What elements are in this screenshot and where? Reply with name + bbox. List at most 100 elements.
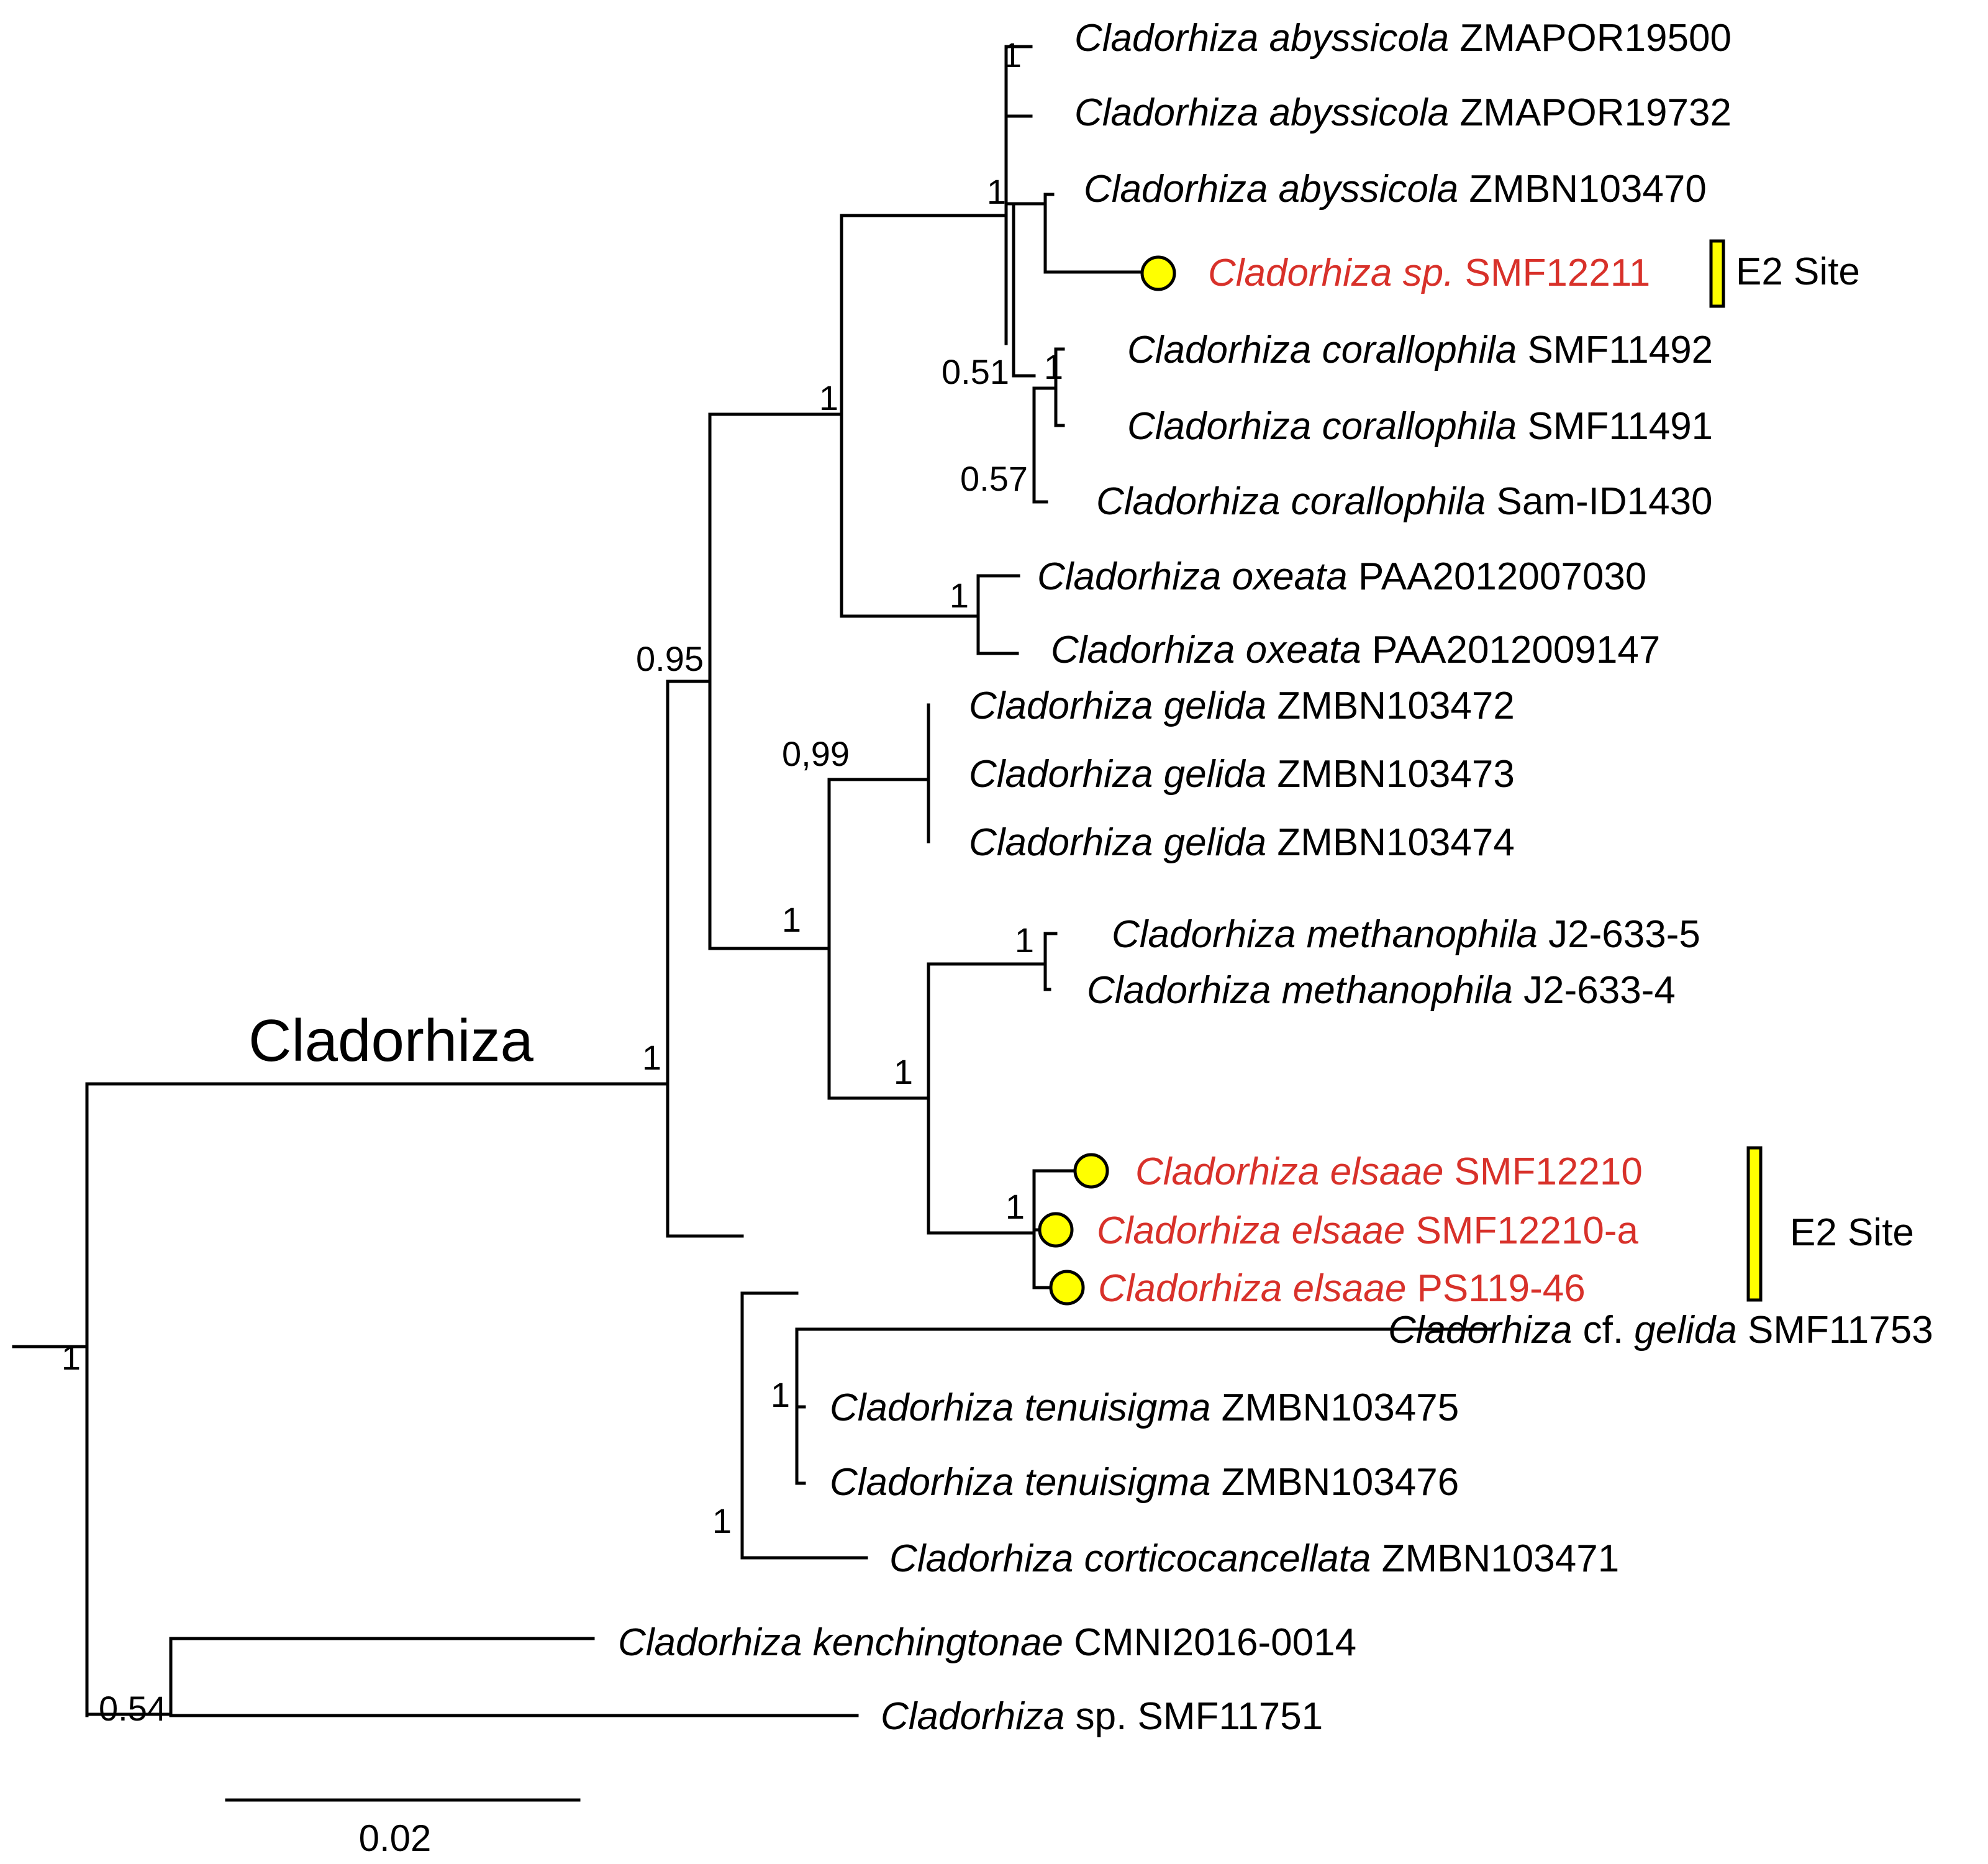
tip-label: Cladorhiza abyssicola ZMAPOR19732	[1074, 91, 1732, 134]
site-markers	[1038, 255, 1176, 1306]
support-value: 1	[1005, 1187, 1025, 1226]
site-marker-dot	[1140, 255, 1176, 291]
tip-labels: Cladorhiza abyssicola ZMAPOR19500Cladorh…	[618, 17, 1933, 1738]
tip-label: Cladorhiza kenchingtonae CMNI2016-0014	[618, 1621, 1356, 1664]
tip-species: tenuisigma	[1014, 1461, 1210, 1504]
tip-specimen-id: ZMBN103476	[1210, 1461, 1459, 1504]
tip-specimen-id: ZMBN103473	[1266, 753, 1515, 796]
tree-branches	[12, 45, 1492, 1717]
tip-specimen-id: ZMBN103470	[1458, 168, 1707, 211]
support-value: 1	[950, 576, 969, 615]
support-value: 1	[712, 1501, 732, 1540]
tip-species: elsaae	[1281, 1209, 1405, 1252]
tip-genus: Cladorhiza	[1074, 17, 1258, 60]
tip-label: Cladorhiza elsaae PS119-46	[1098, 1267, 1586, 1310]
tip-qualifier: cf.	[1572, 1309, 1623, 1352]
scale-bar-label: 0.02	[359, 1817, 432, 1859]
tip-specimen-id: Sam-ID1430	[1486, 480, 1712, 523]
support-value: 0.54	[99, 1689, 166, 1728]
tip-species: abyssicola	[1268, 168, 1458, 211]
tip-label: Cladorhiza corallophila Sam-ID1430	[1096, 480, 1713, 523]
tip-genus: Cladorhiza	[1097, 1209, 1281, 1252]
tip-species: oxeata	[1235, 629, 1361, 671]
tip-genus: Cladorhiza	[969, 684, 1153, 727]
tip-genus: Cladorhiza	[1208, 252, 1392, 294]
support-value: 1	[819, 378, 838, 417]
scale-bar: 0.02	[225, 1798, 581, 1859]
tip-specimen-id: SMF12211	[1454, 252, 1650, 294]
support-value: 1	[1015, 921, 1034, 960]
tip-species: sp.	[1392, 252, 1454, 294]
tip-genus: Cladorhiza	[889, 1537, 1073, 1580]
tip-label: Cladorhiza gelida ZMBN103473	[969, 753, 1515, 796]
tip-species: elsaae	[1319, 1150, 1443, 1193]
tip-genus: Cladorhiza	[1051, 629, 1235, 671]
tip-species: methanophila	[1296, 913, 1538, 956]
tip-genus: Cladorhiza	[1098, 1267, 1282, 1310]
tip-label: Cladorhiza oxeata PAA2012009147	[1051, 629, 1660, 671]
site-bar	[1746, 1146, 1763, 1302]
tip-genus: Cladorhiza	[1388, 1309, 1572, 1352]
tip-label: Cladorhiza gelida ZMBN103472	[969, 684, 1515, 727]
tip-specimen-id: ZMBN103471	[1371, 1537, 1619, 1580]
tip-specimen-id: ZMAPOR19732	[1449, 91, 1732, 134]
tip-label: Cladorhiza methanophila J2-633-4	[1087, 969, 1676, 1012]
tip-genus: Cladorhiza	[1037, 555, 1221, 598]
tip-species: gelida	[1153, 684, 1266, 727]
tip-specimen-id: SMF12210	[1443, 1150, 1643, 1193]
tip-genus: Cladorhiza	[1127, 405, 1311, 448]
tip-label: Cladorhiza abyssicola ZMAPOR19500	[1074, 17, 1732, 60]
tip-specimen-id: CMNI2016-0014	[1063, 1621, 1356, 1664]
tip-specimen-id: SMF11491	[1517, 405, 1713, 448]
tip-species: sp.	[1064, 1695, 1127, 1738]
tip-specimen-id: SMF12210-a	[1405, 1209, 1638, 1252]
support-value: 1	[894, 1052, 913, 1091]
tip-specimen-id: J2-633-5	[1538, 913, 1700, 956]
support-value: 1	[1044, 347, 1063, 386]
site-marker-dot	[1073, 1153, 1109, 1189]
tip-genus: Cladorhiza	[1112, 913, 1296, 956]
tip-label: Cladorhiza elsaae SMF12210-a	[1097, 1209, 1638, 1252]
tip-species: kenchingtonae	[802, 1621, 1063, 1664]
tip-species: elsaae	[1282, 1267, 1406, 1310]
tip-label: Cladorhiza abyssicola ZMBN103470	[1084, 168, 1707, 211]
tip-species: corallophila	[1311, 329, 1517, 371]
site-label: E2 Site	[1736, 250, 1860, 293]
tip-specimen-id: ZMBN103474	[1266, 821, 1515, 864]
tip-specimen-id: SMF11492	[1517, 329, 1713, 371]
support-value: 1	[642, 1038, 661, 1077]
tip-specimen-id: SMF11753	[1737, 1309, 1933, 1352]
tip-label: Cladorhiza methanophila J2-633-5	[1112, 913, 1700, 956]
tip-genus: Cladorhiza	[830, 1386, 1014, 1429]
tip-genus: Cladorhiza	[1096, 480, 1280, 523]
tip-label: Cladorhiza elsaae SMF12210	[1135, 1150, 1643, 1193]
tip-label: Cladorhiza cf. gelida SMF11753	[1388, 1309, 1933, 1352]
site-label: E2 Site	[1790, 1211, 1914, 1254]
tip-genus: Cladorhiza	[830, 1461, 1014, 1504]
tip-specimen-id: ZMBN103475	[1210, 1386, 1459, 1429]
tip-genus: Cladorhiza	[1087, 969, 1271, 1012]
tip-label: Cladorhiza tenuisigma ZMBN103475	[830, 1386, 1459, 1429]
site-marker-dot	[1038, 1212, 1074, 1248]
support-value: 0.57	[960, 459, 1028, 498]
tip-species: corallophila	[1280, 480, 1486, 523]
tip-species: oxeata	[1221, 555, 1347, 598]
site-bar	[1709, 239, 1725, 308]
tip-label: Cladorhiza sp. SMF11751	[881, 1695, 1323, 1738]
tip-label: Cladorhiza corallophila SMF11491	[1127, 405, 1713, 448]
support-value: 1	[771, 1375, 790, 1414]
clade-label: Cladorhiza	[248, 1007, 534, 1074]
tip-species: gelida	[1153, 821, 1266, 864]
tip-label: Cladorhiza sp. SMF12211	[1208, 252, 1650, 294]
tip-label: Cladorhiza gelida ZMBN103474	[969, 821, 1515, 864]
tip-specimen-id: PS119-46	[1406, 1267, 1585, 1310]
tip-species: corallophila	[1311, 405, 1517, 448]
support-value: 1	[1002, 35, 1022, 75]
tip-species: methanophila	[1271, 969, 1513, 1012]
tip-label: Cladorhiza corticocancellata ZMBN103471	[889, 1537, 1619, 1580]
tip-genus: Cladorhiza	[969, 753, 1153, 796]
tip-genus: Cladorhiza	[618, 1621, 802, 1664]
tip-species: corticocancellata	[1073, 1537, 1371, 1580]
tip-genus: Cladorhiza	[1135, 1150, 1319, 1193]
